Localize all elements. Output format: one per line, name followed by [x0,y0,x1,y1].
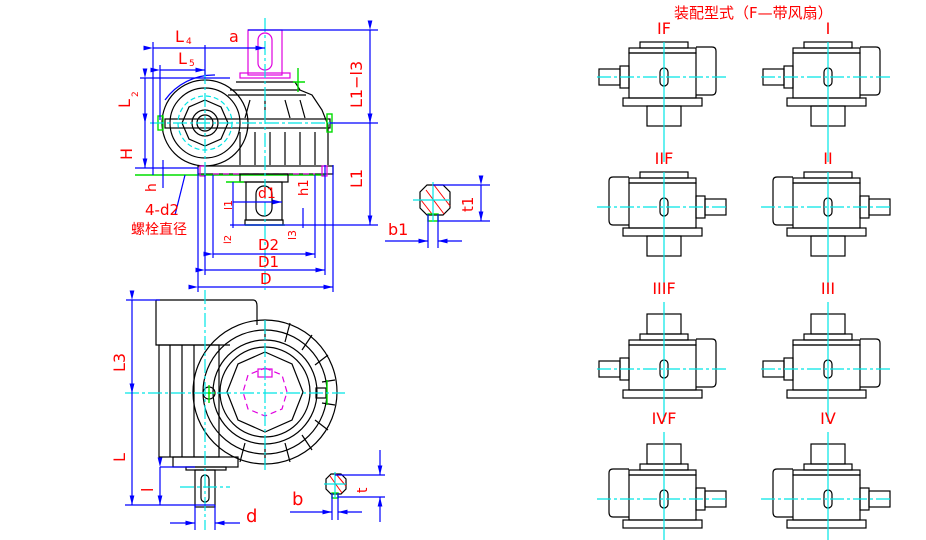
base-plate [786,519,867,529]
svg-text:t: t [355,487,371,493]
svg-text:b: b [292,489,303,510]
housing-body [628,344,697,391]
svg-text:4: 4 [186,37,192,47]
svg-text:l3: l3 [286,230,299,240]
svg-text:H: H [117,148,136,160]
svg-text:D1: D1 [258,253,279,271]
motor-fan [772,176,793,226]
motor-fan [696,46,717,96]
assembly-label: IVF [652,409,677,428]
housing-body [628,182,697,229]
front-dimensions [135,20,378,292]
housing-body [792,344,861,391]
svg-text:h1: h1 [297,179,312,196]
svg-text:l1: l1 [222,200,235,210]
front-labels: L 4 a L 5 L 2 H h L1−l3 L1 4-d2 螺栓直径 d1 … [115,27,366,288]
svg-text:L3: L3 [110,353,129,372]
svg-text:d1: d1 [258,186,276,202]
vent-plug [293,68,305,92]
base-plate [622,519,703,529]
housing-body [628,52,697,99]
housing-body [792,182,861,229]
assembly-type-iif: IIF [597,149,728,292]
motor-fan [608,468,629,518]
motor-fan [860,46,881,96]
svg-text:2: 2 [131,91,141,97]
base-plate [786,389,867,399]
front-view: L 4 a L 5 L 2 H h L1−l3 L1 4-d2 螺栓直径 d1 … [115,18,378,292]
svg-text:L: L [175,27,184,46]
assembly-type-iiif: IIIF [597,279,728,422]
svg-text:L: L [115,99,134,108]
assembly-label: II [823,149,832,168]
assembly-label: IV [820,409,836,428]
shaft-section-bottom: t b [290,450,385,522]
svg-text:d: d [246,506,257,527]
housing-body [628,474,697,521]
svg-text:l2: l2 [223,235,234,244]
fan-cover [156,299,258,325]
base-plate [622,389,703,399]
svg-text:a: a [229,27,239,46]
motor-fan [860,338,881,388]
assembly-type-if: IF [597,19,728,162]
assembly-type-iv: IV [761,409,892,540]
assembly-type-ii: II [761,149,892,292]
svg-text:螺栓直径: 螺栓直径 [131,221,187,238]
svg-text:4-d2: 4-d2 [145,201,179,219]
housing-body [792,52,861,99]
assembly-title: 装配型式（F—带风扇） [674,4,833,22]
svg-text:L1−l3: L1−l3 [347,61,366,108]
svg-text:L1: L1 [347,169,366,188]
motor-fan [696,338,717,388]
assembly-label: IIIF [652,279,675,298]
assembly-label: III [821,279,835,298]
base-plate [786,97,867,107]
housing-body [792,474,861,521]
svg-text:h: h [144,183,160,192]
assembly-type-i: I [761,19,892,162]
svg-text:5: 5 [189,59,195,69]
assembly-type-iii: III [761,279,892,422]
motor-body [158,344,220,458]
svg-text:D2: D2 [258,236,279,254]
svg-text:D: D [260,270,272,288]
svg-text:t1: t1 [459,197,477,212]
svg-text:l: l [138,488,157,492]
base-plate [622,227,703,237]
base-plate [786,227,867,237]
motor-fan [772,468,793,518]
svg-text:L: L [178,49,187,68]
assembly-label: I [826,19,831,38]
side-view: L3 L l d [110,290,345,530]
svg-text:b1: b1 [388,220,408,239]
assembly-label: IF [657,19,671,38]
motor-fan [608,176,629,226]
assembly-label: IIF [655,149,674,168]
base-plate [622,97,703,107]
svg-text:L: L [110,453,129,462]
assembly-type-ivf: IVF [597,409,728,540]
shaft-section-top: t1 b1 [385,175,490,248]
